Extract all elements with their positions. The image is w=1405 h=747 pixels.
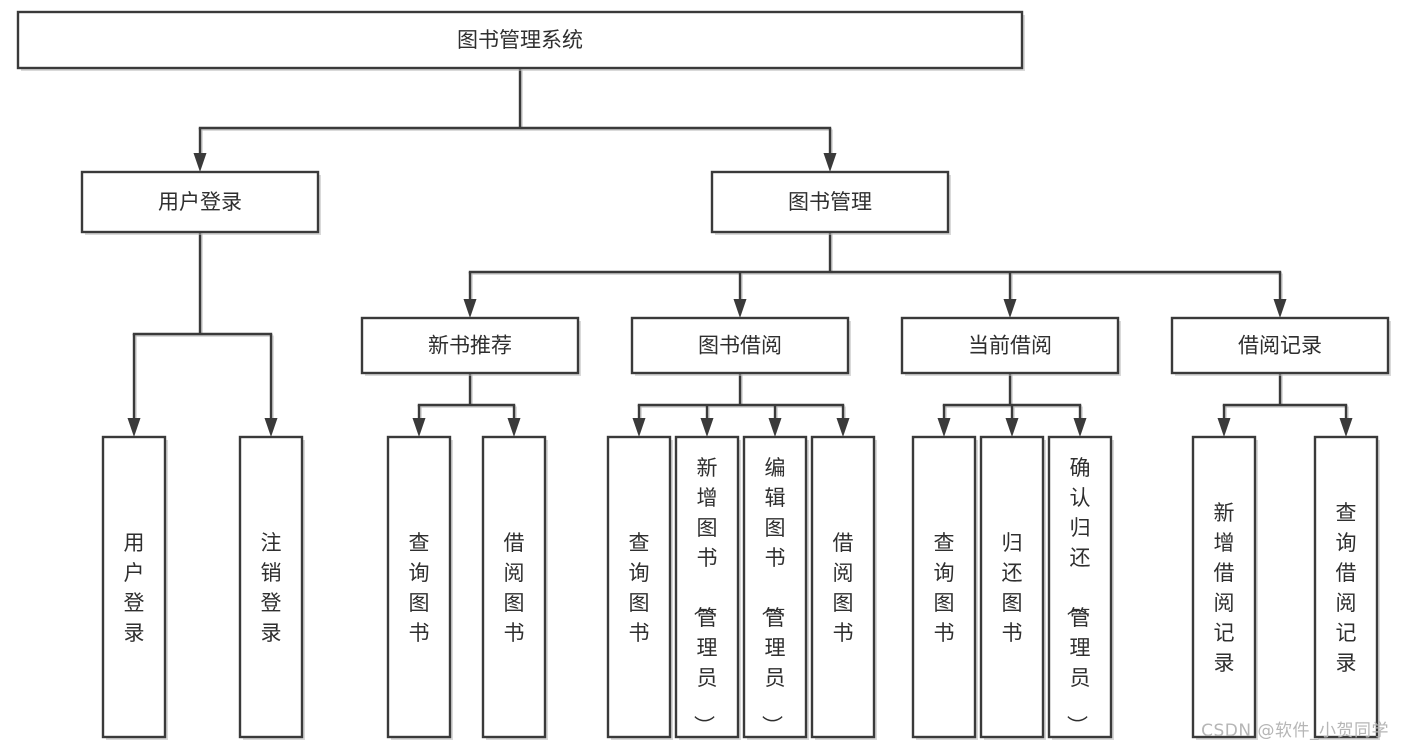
level1-node-user-login[interactable]: 用户登录: [80, 170, 321, 235]
leaf-node-leaf-logout-login[interactable]: 注销登录: [238, 435, 305, 740]
node-border: [1313, 435, 1379, 739]
node-label: 图书管理系统: [457, 28, 583, 52]
connector-layer: [127, 68, 1353, 437]
connector-borrow-bus: [637, 403, 845, 408]
node-border: [16, 10, 1024, 70]
connector-current-trunk: [1008, 373, 1013, 407]
connector-root-to-user-login: [193, 128, 207, 172]
leaf-node-leaf-borrow-book-recommend[interactable]: 借阅图书: [481, 435, 548, 740]
connector-user-login-to-leaf-2: [264, 334, 278, 437]
level2-node-current-borrow[interactable]: 当前借阅: [900, 316, 1121, 376]
node-border: [911, 435, 977, 739]
connector-borrow-to-leaf-1: [632, 405, 646, 437]
level1-node-book-manage[interactable]: 图书管理: [710, 170, 951, 235]
node-label: 当前借阅: [968, 334, 1052, 358]
node-label: 注销登录: [261, 531, 282, 645]
connector-recommend-to-leaf-1: [412, 405, 426, 437]
node-label: 新书推荐: [428, 334, 512, 358]
node-label: 借阅记录: [1238, 334, 1322, 358]
node-border: [710, 170, 950, 234]
node-border: [386, 435, 452, 739]
node-border: [606, 435, 672, 739]
leaf-node-leaf-borrow-book[interactable]: 借阅图书: [810, 435, 877, 740]
connector-user-login-to-leaf-1: [127, 334, 141, 437]
leaf-node-leaf-return-book[interactable]: 归还图书: [979, 435, 1046, 740]
node-border: [900, 316, 1120, 375]
connector-borrow-to-leaf-4: [836, 405, 850, 437]
connector-book-manage-to-current: [1003, 272, 1017, 318]
node-border: [1047, 435, 1113, 739]
node-border: [101, 435, 167, 739]
connector-user-login-bus: [132, 332, 273, 337]
node-label: 用户登录: [158, 190, 242, 214]
node-border: [1170, 316, 1390, 375]
connector-recommend-bus: [417, 403, 516, 408]
connector-book-manage-to-borrow: [733, 272, 747, 318]
leaf-node-leaf-query-book-recommend[interactable]: 查询图书: [386, 435, 453, 740]
node-border: [810, 435, 876, 739]
node-label: 用户登录: [124, 531, 145, 645]
connector-record-trunk: [1278, 373, 1283, 407]
connector-book-manage-to-record: [1273, 272, 1287, 318]
connector-record-to-leaf-1: [1217, 405, 1231, 437]
connector-current-to-leaf-1: [937, 405, 951, 437]
leaf-node-leaf-add-borrow-record[interactable]: 新增借阅记录: [1191, 435, 1258, 740]
leaf-node-leaf-add-book-admin[interactable]: 新增图书（管理员）: [674, 435, 741, 740]
node-label: 查询图书: [629, 531, 650, 645]
node-border: [481, 435, 547, 739]
connector-book-manage-bus: [468, 270, 1282, 275]
node-border: [630, 316, 850, 375]
node-label: 查询借阅记录: [1336, 501, 1357, 675]
level2-node-new-book-recommend[interactable]: 新书推荐: [360, 316, 581, 376]
node-label: 归还图书: [1002, 531, 1023, 645]
node-border: [742, 435, 808, 739]
connector-book-manage-to-recommend: [463, 272, 477, 318]
connector-borrow-to-leaf-2: [700, 405, 714, 437]
node-label: 图书管理: [788, 190, 872, 214]
connector-user-login-trunk: [198, 232, 203, 336]
node-border: [80, 170, 320, 234]
connector-borrow-to-leaf-3: [768, 405, 782, 437]
leaf-node-leaf-user-login[interactable]: 用户登录: [101, 435, 168, 740]
node-border: [979, 435, 1045, 739]
node-label: 借阅图书: [833, 531, 854, 645]
leaf-node-leaf-query-borrow-record[interactable]: 查询借阅记录: [1313, 435, 1380, 740]
level2-node-book-borrow[interactable]: 图书借阅: [630, 316, 851, 376]
node-label: 确认归还（管理员）: [1065, 456, 1091, 736]
node-border: [360, 316, 580, 375]
node-label: 查询图书: [934, 531, 955, 645]
connector-borrow-trunk: [738, 373, 743, 407]
connector-record-to-leaf-2: [1339, 405, 1353, 437]
root-node-root[interactable]: 图书管理系统: [16, 10, 1025, 71]
leaf-node-leaf-query-book-borrow[interactable]: 查询图书: [606, 435, 673, 740]
node-label: 新增图书（管理员）: [692, 456, 718, 736]
node-label: 借阅图书: [504, 531, 525, 645]
node-border: [674, 435, 740, 739]
connector-book-manage-trunk: [828, 232, 833, 274]
leaf-node-leaf-query-book-current[interactable]: 查询图书: [911, 435, 978, 740]
leaf-node-leaf-edit-book-admin[interactable]: 编辑图书（管理员）: [742, 435, 809, 740]
node-label: 新增借阅记录: [1214, 501, 1235, 675]
node-label: 查询图书: [409, 531, 430, 645]
connector-root-to-book-manage: [823, 128, 837, 172]
node-label: 编辑图书（管理员）: [760, 456, 786, 736]
connector-root-trunk: [518, 68, 523, 130]
connector-recommend-trunk: [468, 373, 473, 407]
node-layer: 图书管理系统用户登录图书管理新书推荐图书借阅当前借阅借阅记录用户登录注销登录查询…: [16, 10, 1391, 740]
node-label: 图书借阅: [698, 334, 782, 358]
connector-record-bus: [1222, 403, 1348, 408]
connector-current-to-leaf-3: [1073, 405, 1087, 437]
leaf-node-leaf-confirm-return-admin[interactable]: 确认归还（管理员）: [1047, 435, 1114, 740]
node-border: [1191, 435, 1257, 739]
connector-recommend-to-leaf-2: [507, 405, 521, 437]
connector-current-to-leaf-2: [1005, 405, 1019, 437]
node-border: [238, 435, 304, 739]
level2-node-borrow-record[interactable]: 借阅记录: [1170, 316, 1391, 376]
connector-root-bus: [198, 126, 832, 131]
